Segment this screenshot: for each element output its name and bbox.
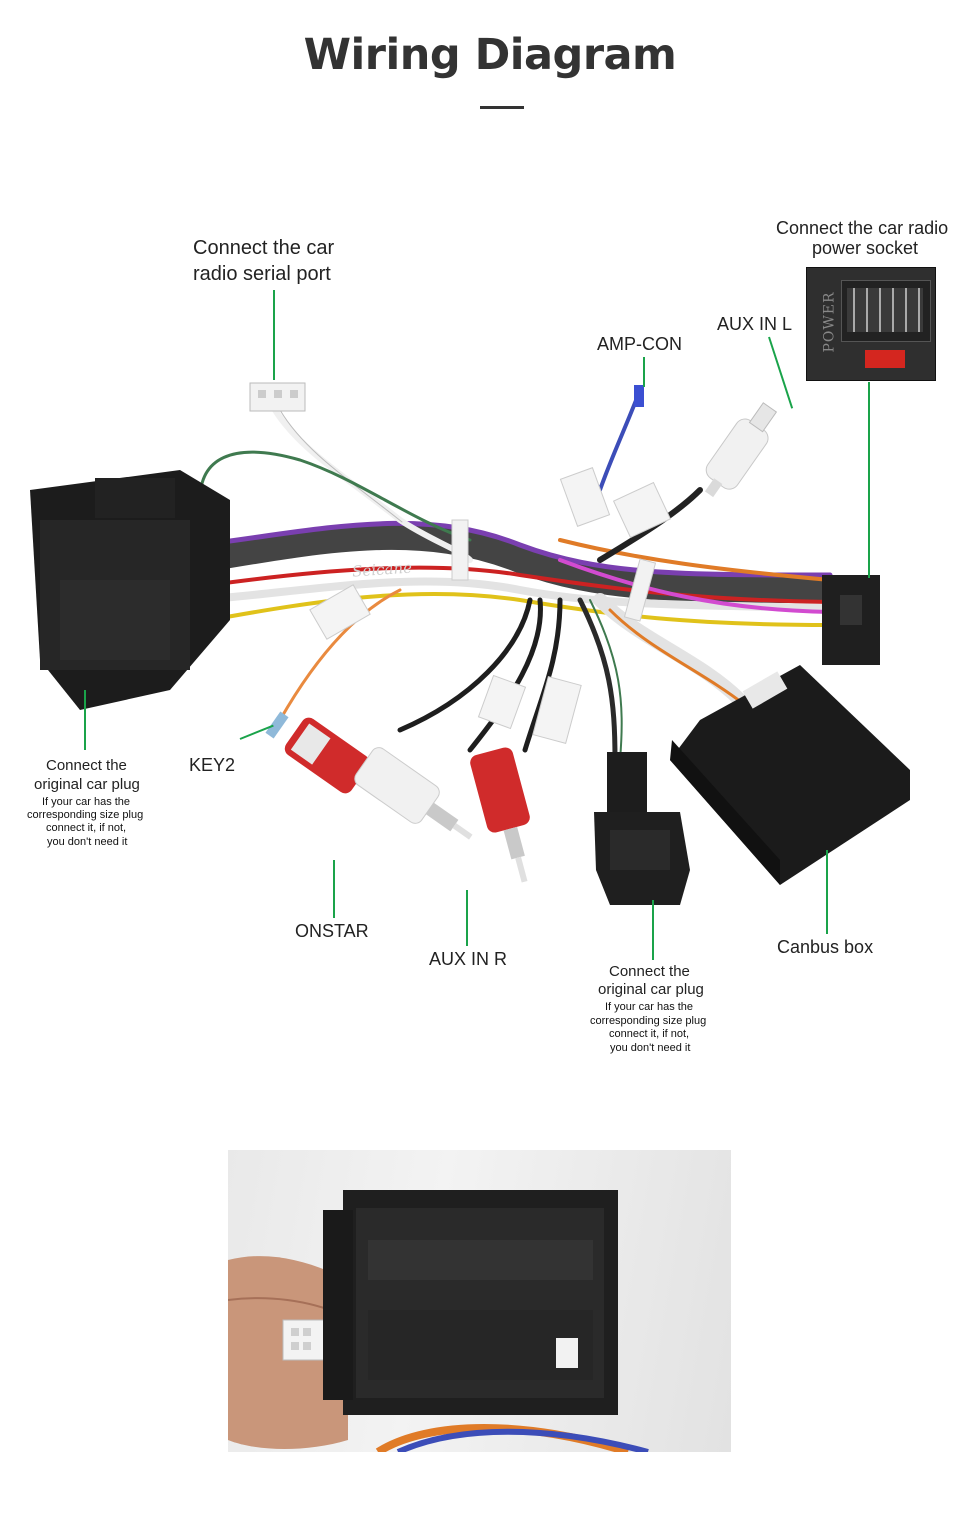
serial-port-label-line2: radio serial port	[193, 263, 331, 285]
left-original-plug	[30, 470, 230, 710]
bottom-plug-note-4: you don't need it	[610, 1042, 691, 1054]
bottom-plug-note-1: If your car has the	[605, 1001, 694, 1013]
canbus-box	[670, 665, 910, 885]
aux-in-r-leader	[466, 890, 468, 946]
aux-in-r-rca	[470, 747, 530, 883]
bottom-plug-label-line2: original car plug	[598, 981, 704, 998]
left-plug-label-line2: original car plug	[34, 776, 140, 793]
bottom-plug-note-2: corresponding size plug	[590, 1015, 707, 1027]
amp-con-leader	[643, 357, 645, 387]
harness-illustration: Seicane	[30, 382, 910, 905]
serial-port-label-line1: Connect the car	[193, 237, 335, 259]
key2-terminal	[265, 711, 289, 739]
power-socket-mark: POWER	[821, 291, 838, 353]
left-plug-label-line1: Connect the	[46, 757, 127, 774]
power-socket-connector	[822, 575, 880, 665]
left-plug-note-1: If your car has the	[42, 796, 131, 808]
aux-in-l-rca	[704, 402, 778, 498]
onstar-rca-white	[354, 747, 473, 840]
canbus-box-label: Canbus box	[777, 937, 874, 957]
amp-con-terminal	[634, 385, 644, 407]
power-socket-leader	[868, 382, 870, 578]
power-socket-label-line2: power socket	[812, 238, 919, 258]
harness-brand-text: Seicane	[352, 558, 413, 580]
left-plug-leader	[84, 690, 86, 750]
key2-label: KEY2	[189, 755, 236, 775]
bottom-plug-note-3: connect it, if not,	[609, 1028, 690, 1040]
bottom-original-plug	[594, 752, 690, 905]
left-plug-note-4: you don't need it	[47, 836, 128, 848]
canbus-leader	[826, 850, 828, 934]
amp-con-label: AMP-CON	[597, 334, 682, 354]
bottom-plug-label-line1: Connect the	[609, 963, 690, 980]
power-socket-label-line1: Connect the car radio	[776, 218, 949, 238]
serial-port-connector	[249, 382, 306, 412]
aux-in-l-label: AUX IN L	[717, 314, 793, 334]
serial-port-leader	[273, 290, 275, 380]
power-socket-photo: POWER	[806, 267, 936, 381]
onstar-label: ONSTAR	[295, 921, 369, 941]
page-title: Wiring Diagram	[303, 30, 677, 80]
title-underline	[480, 106, 524, 109]
aux-in-r-label: AUX IN R	[429, 949, 508, 969]
left-plug-note-3: connect it, if not,	[46, 822, 127, 834]
bottom-plug-leader	[652, 900, 654, 960]
left-plug-note-2: corresponding size plug	[27, 809, 144, 821]
connector-closeup-photo	[228, 1150, 731, 1452]
onstar-leader	[333, 860, 335, 918]
